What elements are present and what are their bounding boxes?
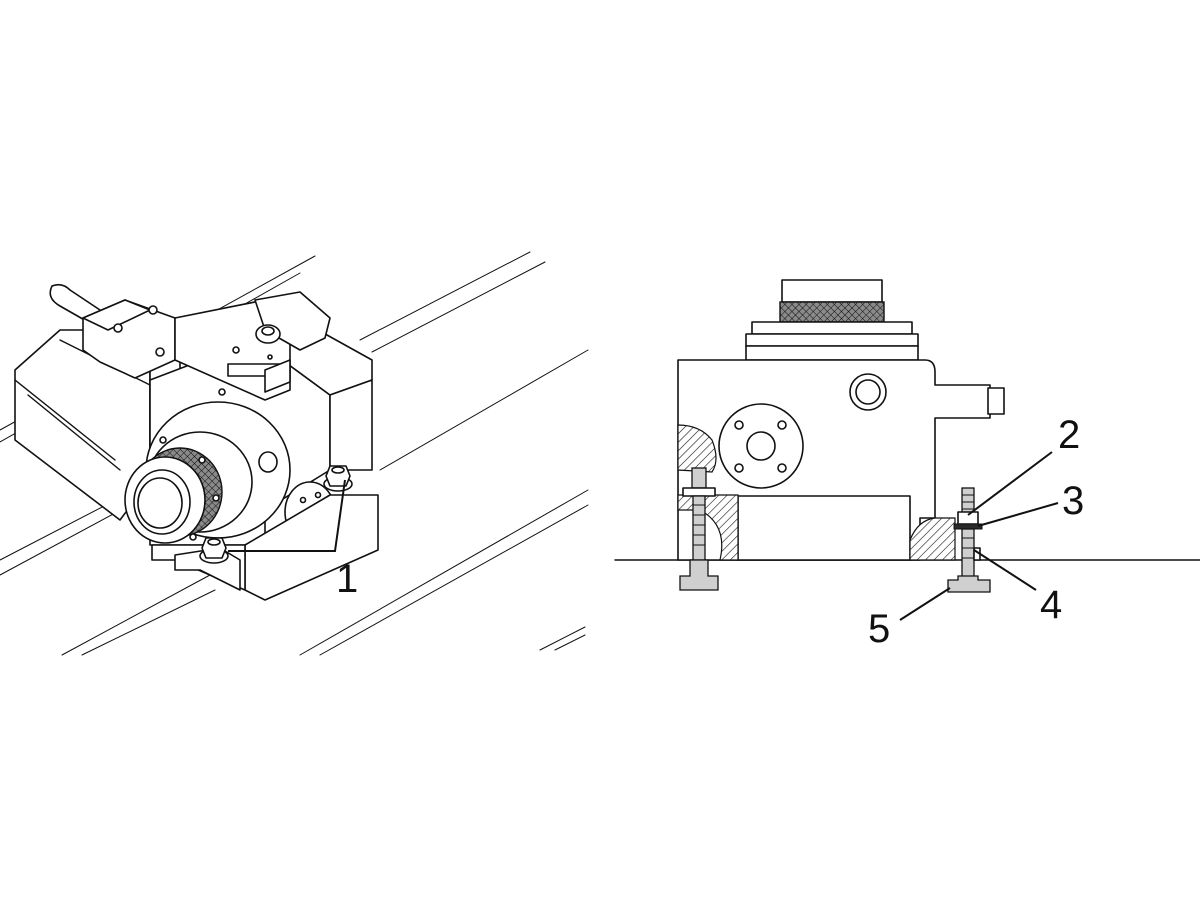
section-view: 2 3 4 5 — [614, 279, 1200, 651]
callout-4: 4 — [1040, 583, 1062, 627]
leader-3 — [977, 502, 1059, 527]
clamp-nut-rear — [323, 465, 353, 492]
clamp-nut-front — [199, 537, 229, 564]
callout-5: 5 — [868, 607, 890, 651]
leader-1 — [228, 479, 346, 552]
callout-1: 1 — [336, 557, 358, 601]
top-knurled-cap — [745, 279, 919, 361]
chuck-assembly — [124, 401, 291, 544]
leader-4 — [973, 549, 1037, 591]
callout-2: 2 — [1058, 413, 1080, 457]
leader-5 — [899, 587, 951, 621]
callout-3: 3 — [1062, 479, 1084, 523]
left-bolt-assembly — [679, 467, 719, 591]
top-clamp-block — [82, 291, 331, 401]
section-housing — [677, 359, 1005, 561]
stud-top — [961, 487, 975, 515]
right-bolt-assembly — [947, 487, 991, 593]
leader-2 — [967, 451, 1053, 516]
stud-lower — [961, 528, 975, 578]
t-nut — [947, 575, 991, 593]
washer — [953, 523, 983, 530]
perspective-view: 1 — [0, 251, 589, 656]
